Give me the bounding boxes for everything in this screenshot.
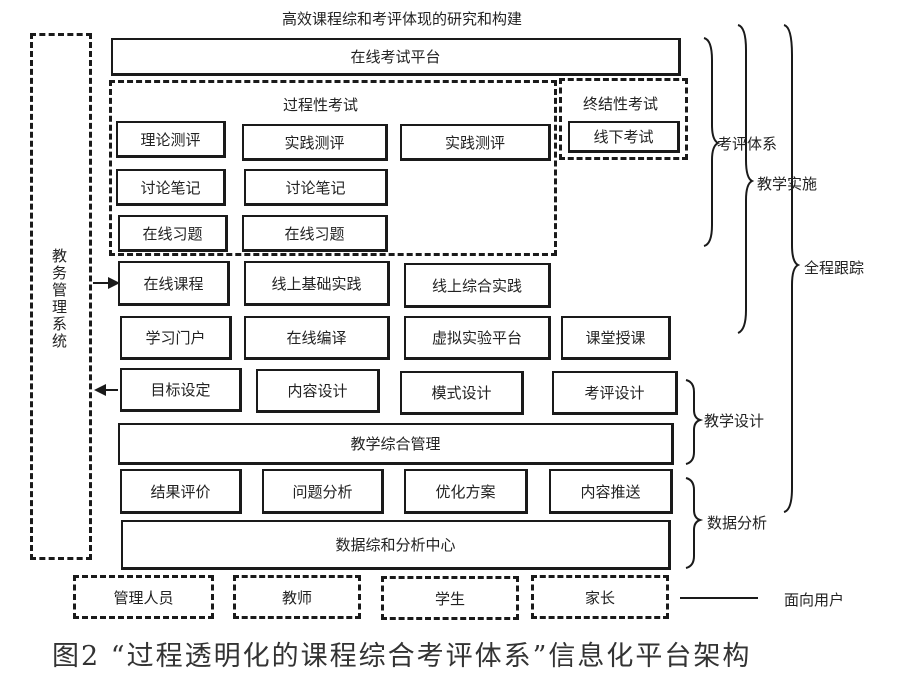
teaching-management-box: 教学综合管理: [118, 423, 674, 465]
user-student: 学生: [381, 576, 519, 620]
figure-caption: 图2 “过程透明化的课程综合考评体系”信息化平台架构: [52, 641, 752, 672]
online-exercises-box-2: 在线习题: [242, 215, 388, 252]
content-push-box: 内容推送: [549, 469, 673, 514]
optimization-plan-box: 优化方案: [404, 469, 528, 514]
result-evaluation-box: 结果评价: [120, 469, 242, 514]
label-full-tracking: 全程跟踪: [804, 259, 865, 277]
brace-exam-system: [703, 37, 721, 247]
online-exam-platform: 在线考试平台: [111, 38, 681, 76]
discussion-notes-box-2: 讨论笔记: [244, 169, 388, 206]
practice-assessment-box-2: 实践测评: [400, 124, 551, 161]
label-teaching-design: 教学设计: [704, 412, 765, 430]
online-course-box: 在线课程: [118, 261, 230, 306]
goal-setting-box: 目标设定: [120, 368, 242, 412]
final-exam-group: [559, 78, 688, 160]
process-exam-title: 过程性考试: [283, 96, 359, 114]
user-teacher: 教师: [233, 575, 361, 619]
diagram-title: 高效课程综和考评体现的研究和构建: [282, 10, 523, 28]
final-exam-title: 终结性考试: [583, 95, 659, 113]
label-teaching-implementation: 教学实施: [757, 175, 818, 193]
virtual-lab-platform-box: 虚拟实验平台: [404, 316, 551, 360]
arrow-head-left: [94, 384, 106, 396]
assessment-design-box: 考评设计: [552, 371, 678, 415]
brace-teaching-design: [685, 379, 704, 465]
discussion-notes-box: 讨论笔记: [116, 169, 226, 206]
learning-portal-box: 学习门户: [120, 316, 232, 360]
offline-exam-box: 线下考试: [568, 121, 680, 153]
online-comprehensive-practice-box: 线上综合实践: [404, 263, 551, 308]
academic-system-box: [30, 33, 92, 560]
mode-design-box: 模式设计: [400, 371, 524, 415]
academic-system-label: 教务管理系统: [50, 248, 68, 350]
process-exam-group: [109, 80, 557, 256]
online-exercises-box: 在线习题: [118, 215, 228, 252]
label-data-analysis: 数据分析: [707, 514, 768, 532]
problem-analysis-box: 问题分析: [262, 469, 384, 514]
brace-data-analysis: [685, 477, 704, 569]
practice-assessment-box: 实践测评: [242, 124, 388, 161]
user-administrator: 管理人员: [73, 575, 214, 619]
brace-teaching-implementation: [737, 24, 755, 334]
content-design-box: 内容设计: [256, 369, 380, 413]
classroom-teaching-box: 课堂授课: [561, 316, 671, 360]
label-exam-system: 考评体系: [717, 135, 778, 153]
label-user-facing: 面向用户: [784, 591, 845, 609]
online-compiler-box: 在线编译: [244, 316, 390, 360]
arrow-head-right: [108, 277, 120, 289]
data-analysis-center-box: 数据综和分析中心: [121, 520, 671, 570]
user-parent: 家长: [531, 575, 669, 619]
brace-full-tracking: [783, 24, 801, 513]
online-basic-practice-box: 线上基础实践: [244, 261, 390, 306]
theory-assessment-box: 理论测评: [116, 121, 226, 158]
